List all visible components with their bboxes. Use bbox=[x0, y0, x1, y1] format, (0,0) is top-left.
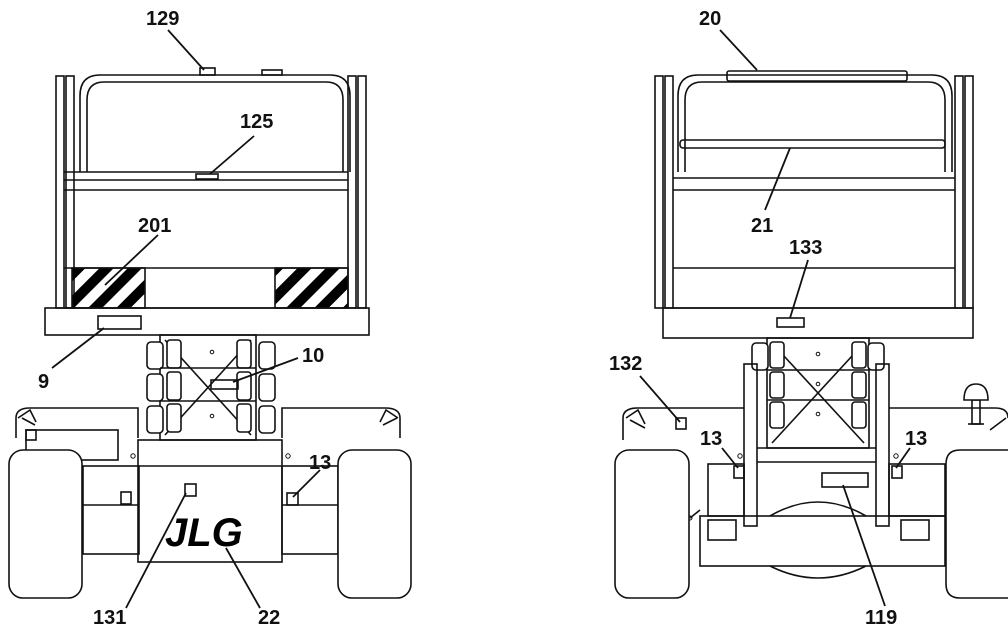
callout-20: 20 bbox=[699, 8, 721, 30]
callout-10: 10 bbox=[302, 345, 324, 367]
callout-119: 119 bbox=[865, 607, 897, 629]
callout-13-rear-left: 13 bbox=[700, 428, 722, 450]
leader-20 bbox=[719, 29, 758, 71]
callout-133: 133 bbox=[789, 237, 822, 259]
callout-131: 131 bbox=[93, 607, 126, 629]
rear-platform-deck bbox=[662, 307, 974, 339]
decal-131 bbox=[184, 483, 197, 497]
warning-stripe-panel-right bbox=[274, 267, 349, 309]
leader-21 bbox=[764, 147, 791, 211]
decal-13-front bbox=[286, 492, 299, 506]
leader-119 bbox=[842, 484, 886, 607]
rear-wheel-right bbox=[945, 449, 1008, 599]
callout-201: 201 bbox=[138, 215, 171, 237]
callout-125: 125 bbox=[240, 111, 273, 133]
callout-132: 132 bbox=[609, 353, 642, 375]
callout-129: 129 bbox=[146, 8, 179, 30]
rear-chassis bbox=[622, 383, 1008, 579]
front-scissor-stack bbox=[146, 334, 276, 441]
callout-22: 22 bbox=[258, 607, 280, 629]
jlg-logo-text: JLG bbox=[165, 511, 243, 555]
rear-wheel-left bbox=[614, 449, 690, 599]
front-wheel-left bbox=[8, 449, 83, 599]
leader-131 bbox=[125, 492, 187, 609]
rear-scissor-stack bbox=[743, 337, 890, 527]
rear-guardrail bbox=[654, 70, 974, 309]
leader-22 bbox=[225, 547, 261, 609]
decal-132 bbox=[675, 417, 687, 430]
decal-20 bbox=[726, 70, 908, 82]
leader-201 bbox=[104, 234, 159, 286]
callout-13-rear-right: 13 bbox=[905, 428, 927, 450]
leader-13-rear-left bbox=[721, 447, 739, 469]
decal-21 bbox=[679, 139, 946, 149]
decal-133 bbox=[776, 317, 805, 328]
leader-10 bbox=[232, 357, 299, 383]
leader-129 bbox=[167, 29, 205, 71]
decal-10 bbox=[210, 379, 239, 390]
leader-9 bbox=[51, 327, 105, 369]
front-wheel-right bbox=[337, 449, 412, 599]
leader-125 bbox=[209, 135, 255, 175]
rear-view: 20 21 133 132 13 13 119 bbox=[609, 8, 1008, 629]
callout-13-front: 13 bbox=[309, 452, 331, 474]
decal-13-rear-left bbox=[733, 465, 745, 479]
leader-132 bbox=[639, 375, 681, 423]
callout-21: 21 bbox=[751, 215, 773, 237]
front-platform-deck bbox=[44, 307, 370, 336]
leader-133 bbox=[789, 259, 809, 319]
warning-stripe-panel-left bbox=[71, 267, 146, 309]
leader-13-front bbox=[292, 469, 321, 498]
front-view: JLG 129 125 201 9 10 13 131 22 bbox=[8, 8, 412, 629]
decal-119 bbox=[821, 472, 869, 488]
callout-9: 9 bbox=[38, 371, 49, 393]
leader-13-rear-right bbox=[895, 447, 911, 469]
decal-9 bbox=[97, 315, 142, 330]
decal-front-left-small bbox=[120, 491, 132, 505]
